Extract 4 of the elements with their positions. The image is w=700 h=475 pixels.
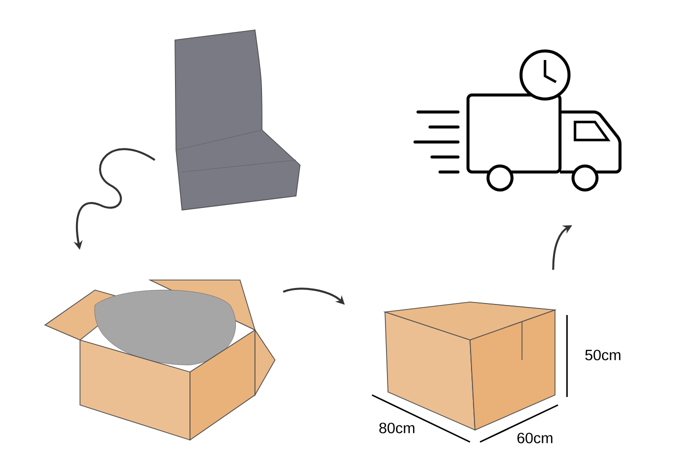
bean-bag-chair-drawing (174, 30, 300, 210)
dimension-label: 80cm (379, 422, 414, 434)
dimension-label: 50cm (585, 350, 620, 360)
delivery-truck-drawing (414, 50, 622, 192)
